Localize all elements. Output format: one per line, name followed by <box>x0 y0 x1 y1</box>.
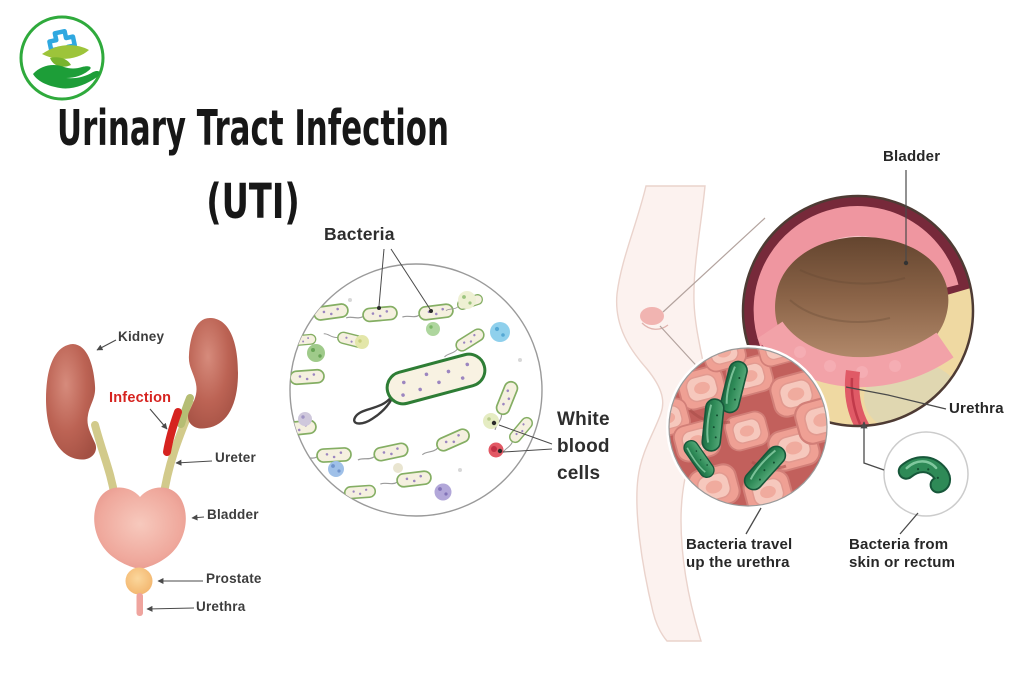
brand-logo <box>19 15 105 101</box>
urinary-tract-figure <box>46 317 238 616</box>
anatomy-leader-lines <box>96 339 213 612</box>
microscopy-leader-lines <box>378 248 553 453</box>
leaf-icon <box>42 45 89 59</box>
bacteria-travel-label: Bacteria travel up the urethra <box>686 536 793 572</box>
bacteria-label: Bacteria <box>324 224 395 244</box>
small-leaf-icon <box>50 57 71 67</box>
prostate-label: Prostate <box>206 571 262 586</box>
genital-area <box>640 307 664 325</box>
white-blood-cells-label: White blood cells <box>557 409 610 484</box>
left-kidney <box>46 344 97 460</box>
ureter-label: Ureter <box>215 450 256 465</box>
skin-bacterium-circle <box>883 431 969 517</box>
right-kidney <box>187 317 238 429</box>
urethra-tube <box>136 593 143 616</box>
bacteria-skin-label: Bacteria from skin or rectum <box>849 536 956 572</box>
bladder-label-right: Bladder <box>883 148 941 165</box>
pathology-leader-lines <box>745 421 919 535</box>
prostate-shape <box>125 567 153 595</box>
urethra-label-right: Urethra <box>949 400 1004 417</box>
urine-microscopy-view <box>289 248 553 517</box>
infection-label: Infection <box>109 390 172 406</box>
hand-icon <box>33 65 100 89</box>
urethra-label-left: Urethra <box>196 599 246 614</box>
page-subtitle: (UTI) <box>206 174 300 230</box>
urethra-lining-zoom-circle <box>666 345 830 509</box>
left-ureter <box>91 421 119 502</box>
large-bacterium <box>353 352 487 425</box>
kidney-label: Kidney <box>118 329 165 344</box>
infection-patch <box>163 408 182 456</box>
bladder-label-left: Bladder <box>207 507 259 522</box>
bladder-shape <box>94 487 186 569</box>
pathology-illustration <box>615 170 975 642</box>
page-title: Urinary Tract Infection <box>57 100 449 157</box>
